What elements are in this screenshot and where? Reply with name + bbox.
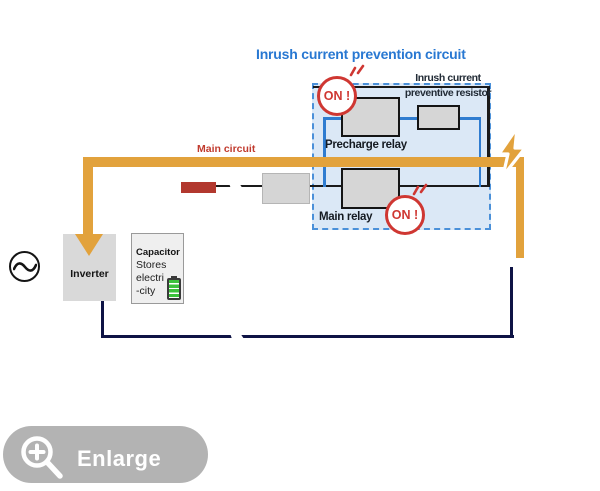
main-circuit-wire-left <box>83 157 93 235</box>
precharge-wire-right <box>478 117 481 187</box>
wire-main <box>181 184 490 187</box>
magnifier-plus-icon[interactable] <box>16 431 70 485</box>
current-break-icon <box>230 331 246 343</box>
preventive-resistor-box <box>417 105 460 130</box>
sine-wave-icon <box>12 261 37 272</box>
current-break-icon <box>229 181 245 193</box>
return-wire-right <box>510 267 514 338</box>
precharge-wire-left <box>323 117 326 187</box>
main-circuit-label: Main circuit <box>197 143 256 155</box>
emphasis-ticks-icon <box>412 183 428 196</box>
resistor-label-line1: Inrush current <box>415 72 481 84</box>
fuse-red-bar <box>181 182 216 193</box>
inverter-label: Inverter <box>70 267 109 280</box>
precharge-wire-top <box>323 117 481 120</box>
main-circuit-wire-right <box>515 160 524 258</box>
capacitor-desc-line3: -city <box>136 285 156 297</box>
main-relay-label: Main relay <box>319 211 373 223</box>
wire-top <box>313 85 489 88</box>
precharge-on-badge: ON ! <box>317 76 357 116</box>
resistor-label: Inrush current preventive resistor <box>388 71 508 100</box>
wire-right-vertical <box>487 85 490 187</box>
capacitor-desc-line2: electri <box>136 272 165 284</box>
emphasis-ticks-icon <box>349 64 365 77</box>
return-wire-left <box>100 301 104 338</box>
diagram-title: Inrush current prevention circuit <box>256 46 466 62</box>
lightning-bolt-icon <box>497 126 527 178</box>
return-wire-bottom <box>100 335 514 339</box>
precharge-relay-label: Precharge relay <box>325 139 407 151</box>
ac-source-icon <box>9 251 40 282</box>
relay-contact-box <box>262 173 310 204</box>
resistor-label-line2: preventive resistor <box>404 86 492 99</box>
enlarge-button-label[interactable]: Enlarge <box>77 446 162 471</box>
main-relay-on-badge: ON ! <box>385 195 425 235</box>
battery-icon-terminal <box>171 275 177 279</box>
capacitor-desc-line1: Stores <box>136 259 167 271</box>
capacitor-label: Capacitor <box>136 247 180 258</box>
main-circuit-wire-horizontal <box>83 157 524 167</box>
battery-icon <box>167 278 181 300</box>
current-arrowhead <box>75 234 103 256</box>
